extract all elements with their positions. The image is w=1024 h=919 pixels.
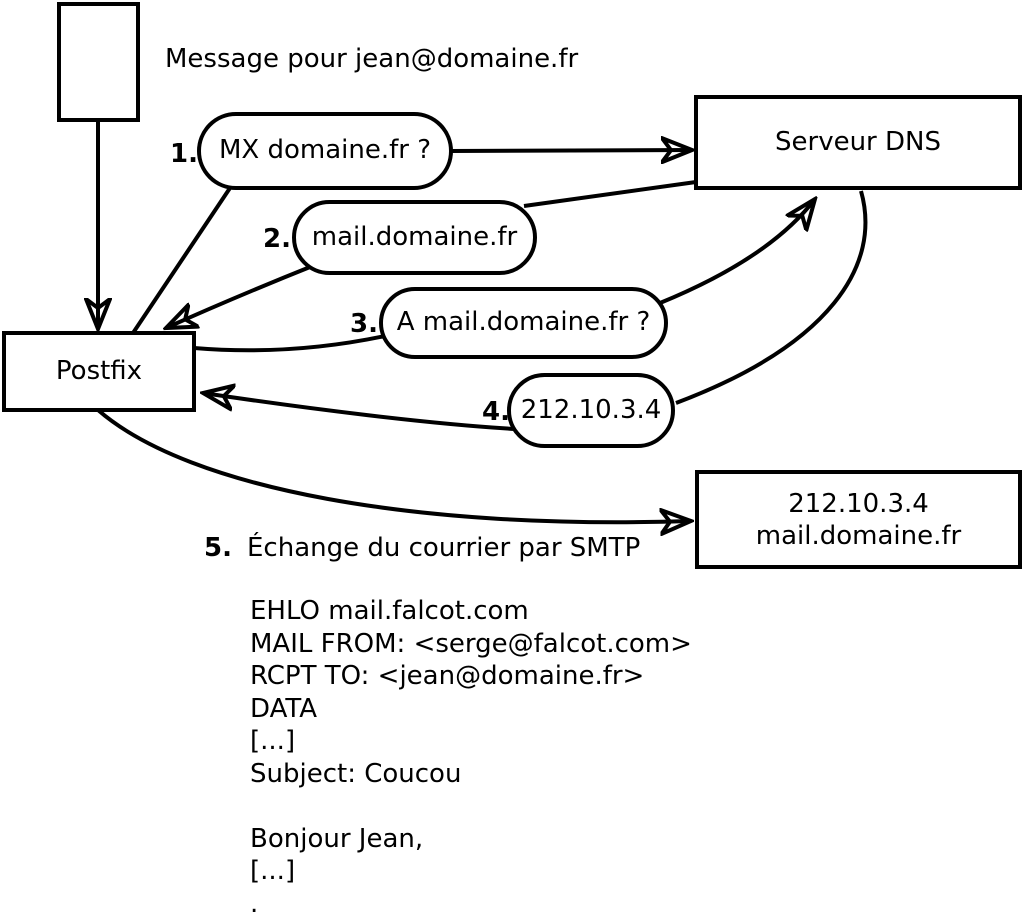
step-number-3: 3. [350, 309, 378, 339]
arrow-postfix-to-destination-smtp [96, 408, 691, 522]
destination-server-node: 212.10.3.4 mail.domaine.fr [695, 470, 1022, 569]
arrow-mx-query-to-dns [449, 150, 692, 151]
line-dns-to-mx-answer [523, 180, 697, 208]
smtp-line-ehlo: EHLO mail.falcot.com [250, 596, 529, 626]
pill-mx-query: MX domaine.fr ? [197, 112, 453, 190]
smtp-line-ellipsis1: [...] [250, 726, 296, 756]
line-postfix-to-a-query [193, 334, 386, 353]
arrow-a-query-to-dns [659, 199, 815, 305]
step-number-5: 5. [204, 533, 232, 563]
smtp-session-text: EHLO mail.falcot.com MAIL FROM: <serge@f… [250, 595, 692, 919]
dns-server-label: Serveur DNS [775, 126, 941, 157]
postfix-node: Postfix [2, 331, 196, 412]
smtp-line-greeting: Bonjour Jean, [250, 823, 424, 854]
line-postfix-to-mx-query [131, 183, 234, 335]
arrow-a-answer-to-postfix [203, 393, 516, 431]
pill-a-answer-label: 212.10.3.4 [520, 394, 662, 425]
smtp-line-subject: Subject: Coucou [250, 758, 462, 789]
dns-server-node: Serveur DNS [694, 95, 1022, 190]
pill-mx-query-label: MX domaine.fr ? [218, 135, 432, 166]
smtp-line-rcpt-to: RCPT TO: <jean@domaine.fr> [250, 661, 645, 691]
smtp-line-blank [250, 790, 692, 823]
step-number-4: 4. [482, 397, 510, 427]
step-number-2: 2. [263, 224, 291, 254]
pill-a-answer: 212.10.3.4 [507, 373, 675, 448]
smtp-line-end-dot: . [250, 888, 259, 919]
line-dns-to-a-answer [675, 190, 868, 405]
pill-a-query: A mail.domaine.fr ? [379, 287, 668, 359]
diagram-title: Message pour jean@domaine.fr [165, 44, 579, 74]
smtp-line-mail-from: MAIL FROM: <serge@falcot.com> [250, 628, 692, 659]
step-number-1: 1. [170, 139, 198, 169]
sender-message-box [57, 2, 140, 122]
step-5-label: Échange du courrier par SMTP [247, 533, 641, 563]
smtp-line-ellipsis2: [...] [250, 856, 296, 886]
smtp-line-data: DATA [250, 693, 317, 724]
pill-mx-answer-label: mail.domaine.fr [311, 221, 518, 252]
arrow-mx-answer-to-postfix [166, 263, 316, 328]
pill-a-query-label: A mail.domaine.fr ? [396, 307, 651, 338]
destination-ip: 212.10.3.4 [788, 488, 929, 519]
destination-hostname: mail.domaine.fr [755, 520, 962, 551]
pill-mx-answer: mail.domaine.fr [292, 200, 537, 275]
postfix-label: Postfix [55, 355, 143, 386]
